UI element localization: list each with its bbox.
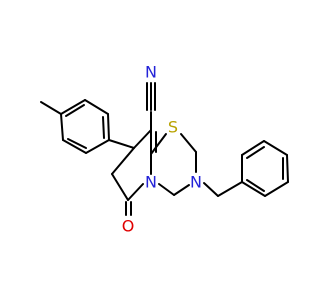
bond-n-ch2 — [203, 182, 219, 197]
bond-tolyl-2 — [62, 139, 87, 154]
bond-c4-n5 — [158, 183, 175, 196]
sulfur-label: S — [168, 118, 178, 137]
bond-tolyl-6 — [60, 99, 86, 115]
atom-labels: N S N N O — [122, 63, 202, 236]
bond-ph-3 — [263, 140, 288, 156]
bond-aryl-link — [108, 139, 135, 149]
thiadiazine-ring — [150, 133, 197, 196]
bond-n3-c4 — [173, 184, 190, 196]
bond-c9a-s — [150, 133, 167, 155]
nitrile-nitrogen-label: N — [145, 63, 157, 82]
bond-tolyl-5 — [84, 99, 109, 115]
bond-ph-5 — [264, 181, 289, 197]
carbonyl-oxygen-label: O — [122, 217, 135, 236]
bond-n-c6 — [127, 183, 144, 201]
bond-ph-inner-a — [246, 146, 265, 159]
bond-tolyl-3 — [85, 139, 110, 154]
bond-c7-c8 — [111, 147, 135, 175]
bond-tolyl-inner-a — [67, 138, 87, 149]
ring-nitrogen-n3-label: N — [190, 173, 202, 192]
ring-nitrogen-n5-label: N — [145, 173, 157, 192]
nitrile-group — [146, 82, 156, 131]
bond-s-c2 — [180, 133, 197, 153]
bond-ch2-ph — [217, 181, 243, 197]
bond-tolyl-1 — [60, 113, 64, 141]
benzyl-group — [203, 140, 289, 197]
bond-tolyl-inner-b — [102, 116, 105, 139]
bond-ph-4 — [286, 154, 289, 183]
bond-tolyl-4 — [107, 113, 110, 141]
bond-c6-c7 — [111, 173, 129, 201]
tolyl-group — [40, 99, 110, 154]
structure-diagram: N S N N O — [40, 63, 289, 236]
bond-ph-2 — [241, 140, 265, 156]
bond-c8-c9 — [133, 129, 152, 149]
pyridinone-ring — [111, 129, 157, 216]
bond-tolyl-inner-c — [65, 104, 85, 117]
bond-ph-inner-c — [246, 179, 265, 192]
bond-methyl — [40, 101, 62, 115]
bond-ph-6 — [241, 181, 266, 197]
